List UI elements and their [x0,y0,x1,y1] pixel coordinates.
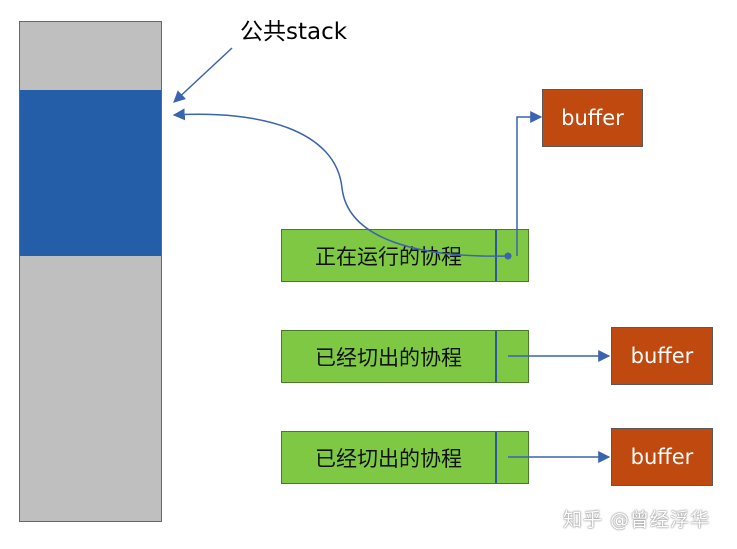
coroutine-divider [495,331,497,382]
coroutine-divider [495,432,497,483]
buffer-box: buffer [611,327,713,385]
coroutine-label: 正在运行的协程 [315,244,462,269]
running-to-stack-arrow [172,108,509,257]
shared-stack-label: 公共stack [240,19,348,45]
stack-segment-active [19,90,162,256]
connector-dot [504,252,512,260]
coroutine-label: 已经切出的协程 [315,446,462,471]
watermark: 知乎 @曾经浮华 [563,509,711,531]
stack-segment-bottom [19,256,162,522]
buffer-box: buffer [542,89,643,147]
buffer-box: buffer [611,428,713,486]
coroutine-label: 已经切出的协程 [315,345,462,370]
coroutine-switched-out: 已经切出的协程 [281,431,529,484]
running-to-buffer-arrow [516,111,543,256]
coroutine-running: 正在运行的协程 [281,229,529,282]
coroutine-switched-out: 已经切出的协程 [281,330,529,383]
stack-segment-top [19,21,162,90]
stack-label-arrow [173,47,233,103]
